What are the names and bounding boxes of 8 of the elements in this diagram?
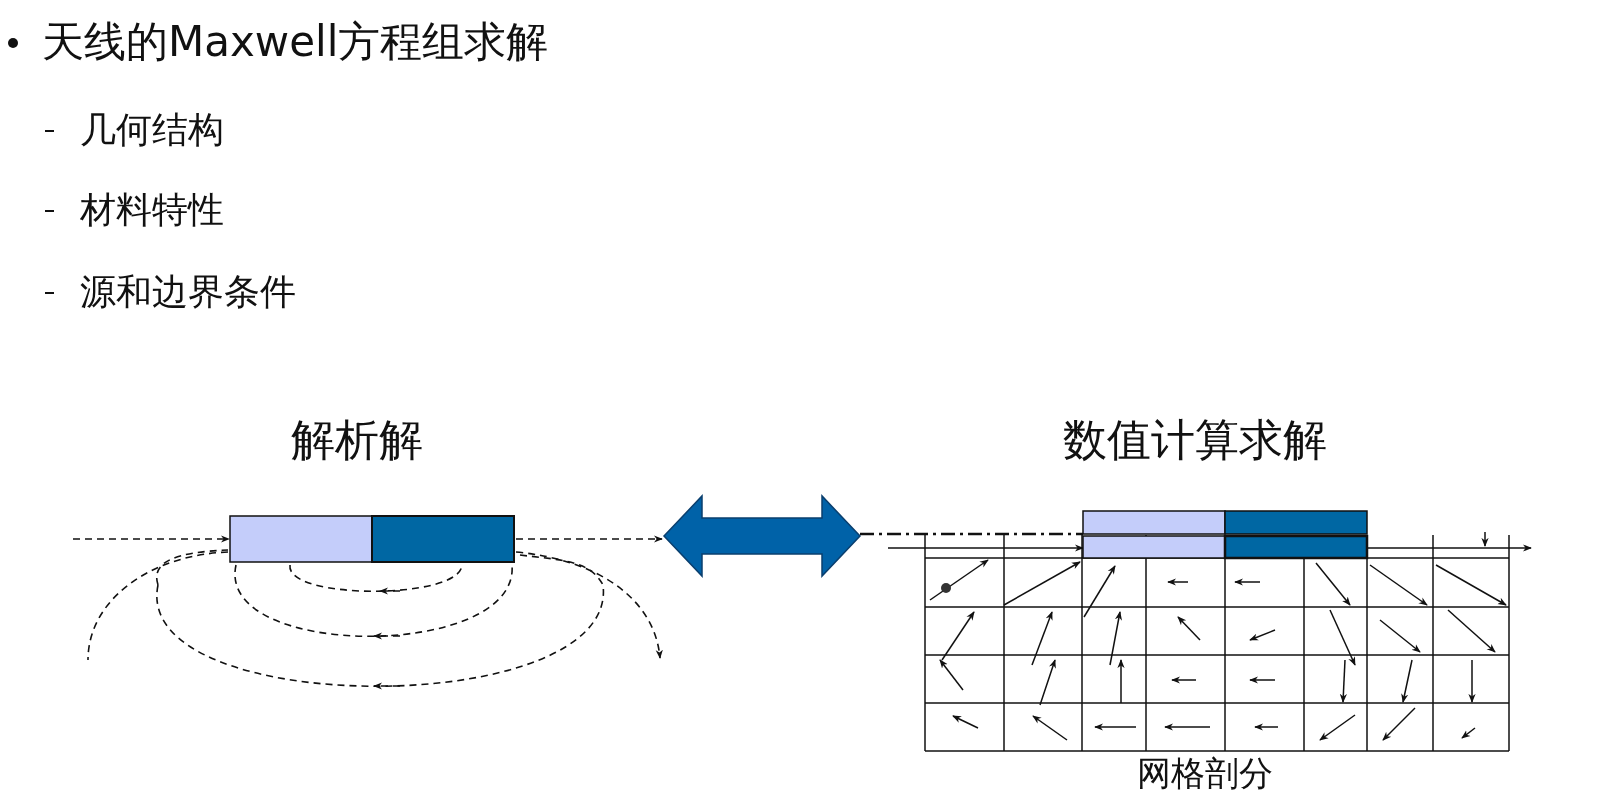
- panel-heading: 数值计算求解: [1062, 413, 1328, 467]
- panel-heading: 解析解: [290, 413, 424, 467]
- double-arrow: [662, 494, 862, 578]
- list-item: 材料特性: [80, 188, 224, 232]
- list-item: 几何结构: [80, 108, 224, 152]
- list-item: 源和边界条件: [80, 270, 296, 314]
- bullet-heading: 天线的Maxwell方程组求解: [42, 16, 549, 68]
- mesh-caption: 网格剖分: [1136, 752, 1274, 795]
